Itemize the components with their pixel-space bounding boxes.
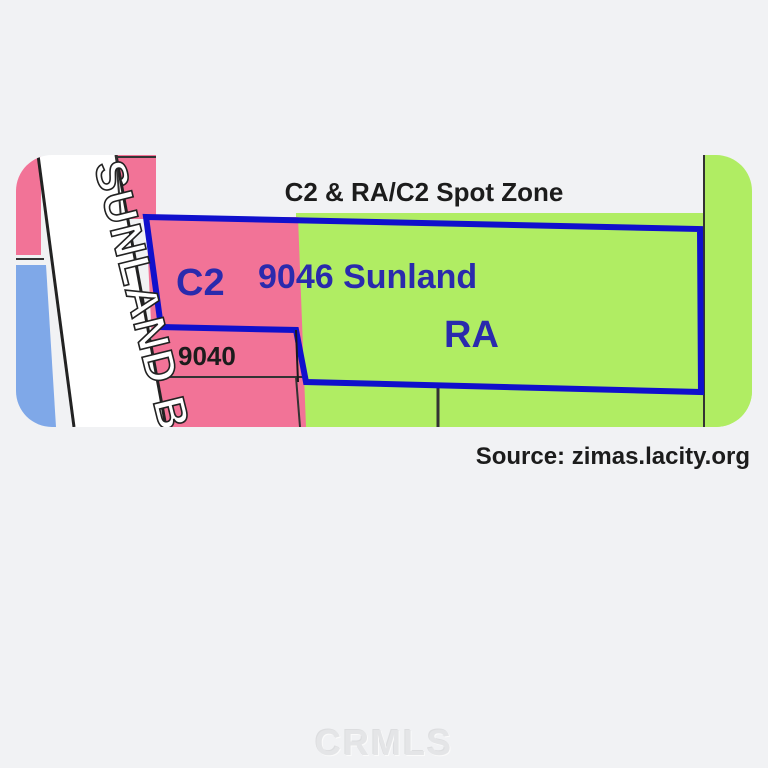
c2-zone-area (146, 217, 306, 427)
parcel-line (115, 155, 122, 220)
zoning-map: SUNLAND BLV C2 & RA/C2 Spot Zone C2 9046… (16, 155, 752, 427)
street-edge-east (114, 155, 168, 427)
street-edge-west (36, 155, 76, 427)
zone-c2-label: C2 (176, 262, 225, 304)
zone-ra-label: RA (444, 314, 499, 356)
ra-zone-area (296, 213, 752, 427)
lot-divider (295, 329, 299, 383)
ra-zone-east (704, 155, 752, 427)
source-caption: Source: zimas.lacity.org (475, 443, 750, 470)
parcel-outline (142, 213, 705, 396)
street-strip (38, 155, 166, 427)
parcel-line (295, 376, 301, 427)
map-title: C2 & RA/C2 Spot Zone (285, 177, 564, 207)
lot-number-label: 9040 (178, 341, 236, 371)
parcel-address-label: 9046 Sunland (258, 258, 477, 296)
blue-zone-area (16, 265, 56, 427)
watermark: CRMLS (315, 722, 453, 763)
c2-zone-west (16, 155, 41, 255)
